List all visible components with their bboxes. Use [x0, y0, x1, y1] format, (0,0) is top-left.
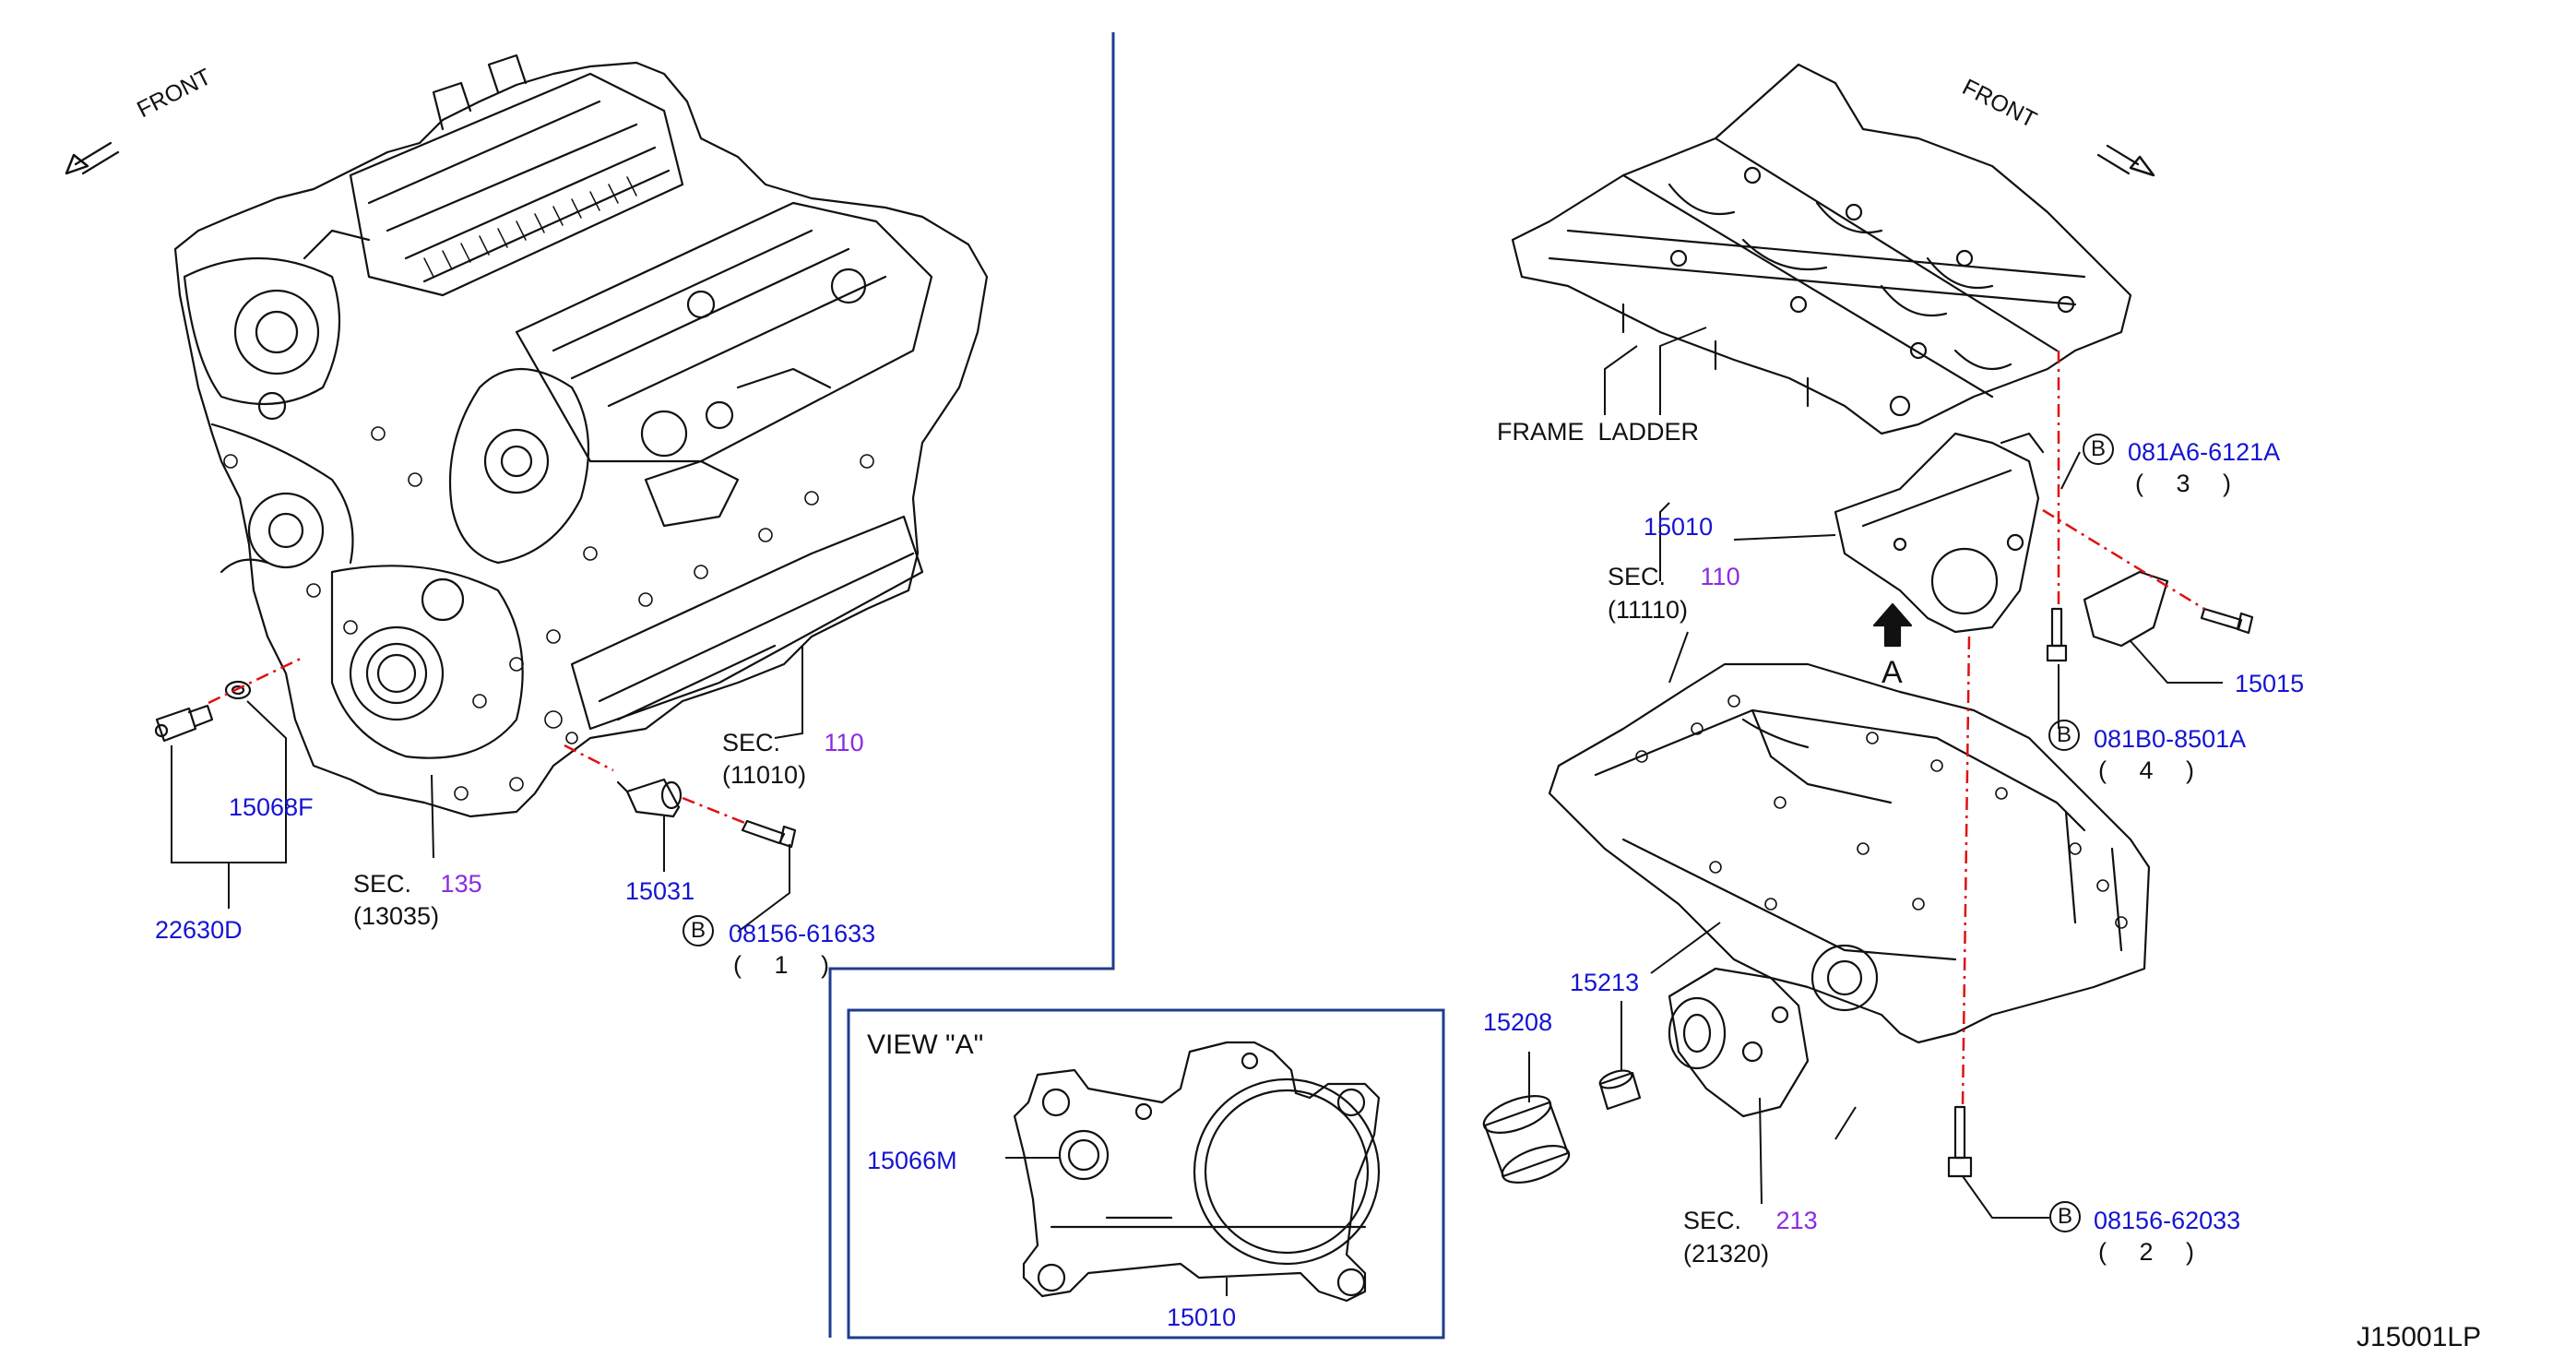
section-213-code: (21320) [1683, 1240, 1770, 1268]
oil-pan-drawing [1548, 662, 2151, 1044]
connector-15213-drawing [1598, 1069, 1642, 1111]
sec-prefix: SEC. [722, 729, 781, 756]
part-22630D[interactable]: 22630D [155, 916, 243, 944]
section-110-link-2[interactable]: 110 [1700, 563, 1740, 590]
section-110-label-2: SEC. 110 [1608, 565, 1740, 589]
part-081B0-8501A[interactable]: 081B0-8501A [2094, 725, 2247, 753]
sec-prefix: SEC. [353, 870, 412, 898]
front-arrow-left [65, 141, 120, 175]
washer-15068F-drawing [224, 680, 252, 700]
leader-lines [171, 327, 2223, 1296]
fastener-circle-b: B [683, 915, 714, 946]
section-135-code: (13035) [353, 902, 440, 930]
part-08156-61633[interactable]: 08156-61633 [729, 920, 876, 947]
section-110-code-2: (11110) [1608, 596, 1689, 624]
section-110-link[interactable]: 110 [824, 729, 864, 756]
part-15213[interactable]: 15213 [1570, 969, 1640, 996]
sensor-15031-drawing [616, 778, 683, 818]
view-a-pump-drawing [1013, 1041, 1381, 1303]
baffle-15015-drawing [2083, 570, 2169, 648]
section-213-link[interactable]: 213 [1775, 1207, 1818, 1234]
view-a-title: VIEW "A" [867, 1030, 984, 1060]
part-15015[interactable]: 15015 [2235, 670, 2305, 697]
part-15010-upper[interactable]: 15010 [1644, 513, 1714, 541]
divider-lines [828, 32, 1445, 1339]
section-135-label: SEC. 135 [353, 872, 482, 897]
sensor-22630D-drawing [154, 704, 214, 743]
part-08156-62033[interactable]: 08156-62033 [2094, 1207, 2241, 1234]
view-a-arrow-letter: A [1882, 655, 1903, 690]
front-arrow-right [2096, 144, 2155, 177]
bolt-08156-62033-drawing [1947, 1105, 1973, 1178]
diagram-code: J15001LP [2356, 1322, 2482, 1352]
frame-ladder-drawing [1511, 63, 2132, 435]
engine-block-drawing [173, 54, 989, 818]
bolt-081B0-8501A-drawing [2046, 607, 2068, 662]
qty-08156-62033: ( 2 ) [2098, 1238, 2208, 1266]
part-15031[interactable]: 15031 [625, 877, 695, 905]
red-callout-lines [208, 351, 2205, 1108]
view-a-arrow [1872, 602, 1913, 648]
part-15010-view[interactable]: 15010 [1167, 1304, 1237, 1331]
section-135-link[interactable]: 135 [440, 870, 482, 898]
fastener-circle-b: B [2049, 1201, 2081, 1232]
sec-prefix: SEC. [1608, 563, 1667, 590]
part-15208[interactable]: 15208 [1483, 1008, 1553, 1036]
bolt-08156-61633-drawing [741, 819, 797, 849]
section-110-label: SEC. 110 [722, 731, 864, 756]
qty-08156-61633: ( 1 ) [733, 951, 843, 979]
part-15066M[interactable]: 15066M [867, 1147, 957, 1174]
qty-081B0-8501A: ( 4 ) [2098, 756, 2208, 784]
oil-pump-15010-drawing [1834, 432, 2045, 634]
section-110-code: (11010) [722, 761, 807, 789]
part-081A6-6121A[interactable]: 081A6-6121A [2128, 438, 2281, 466]
sec-prefix: SEC. [1683, 1207, 1742, 1234]
frame-ladder-label: FRAME LADDER [1497, 418, 1700, 446]
bolt-081A6-6121A-drawing [2200, 607, 2254, 635]
section-213-label: SEC. 213 [1683, 1208, 1818, 1233]
fastener-circle-b: B [2048, 720, 2080, 751]
oil-filter-15208-drawing [1482, 1095, 1571, 1184]
fastener-circle-b: B [2083, 434, 2114, 465]
part-15068F[interactable]: 15068F [229, 793, 314, 821]
oil-cooler-drawing [1668, 967, 1810, 1118]
qty-081A6-6121A: ( 3 ) [2135, 470, 2245, 497]
